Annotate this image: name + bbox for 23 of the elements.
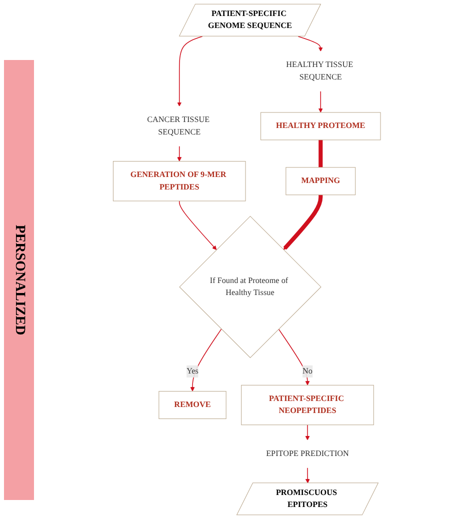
side-label: PERSONALIZED [11, 224, 27, 336]
arrow [178, 200, 217, 250]
node-box: PATIENT-SPECIFIC NEOPEPTIDES [241, 384, 374, 426]
node-box: GENERATION OF 9-MER PEPTIDES [112, 161, 246, 202]
node-diamond: If Found at Proteome of Healthy Tissue [179, 216, 322, 358]
node-box: MAPPING [286, 167, 356, 196]
node-box: REMOVE [158, 391, 226, 420]
node-text: HEALTHY TISSUE SEQUENCE [286, 60, 354, 82]
arrow [177, 146, 182, 162]
arrow [177, 36, 203, 107]
arrow [278, 328, 310, 386]
edge-label: No [302, 366, 312, 376]
node-text: EPITOPE PREDICTION [266, 449, 349, 458]
arrow [298, 36, 323, 52]
edge-label: Yes [186, 366, 198, 376]
node-text: CANCER TISSUE SEQUENCE [147, 116, 210, 136]
arrow [190, 328, 222, 392]
arrow [305, 424, 310, 440]
arrow [318, 90, 323, 113]
arrow [283, 194, 323, 250]
connector [318, 140, 323, 168]
arrow [305, 467, 310, 484]
node-box: HEALTHY PROTEOME [260, 112, 381, 140]
